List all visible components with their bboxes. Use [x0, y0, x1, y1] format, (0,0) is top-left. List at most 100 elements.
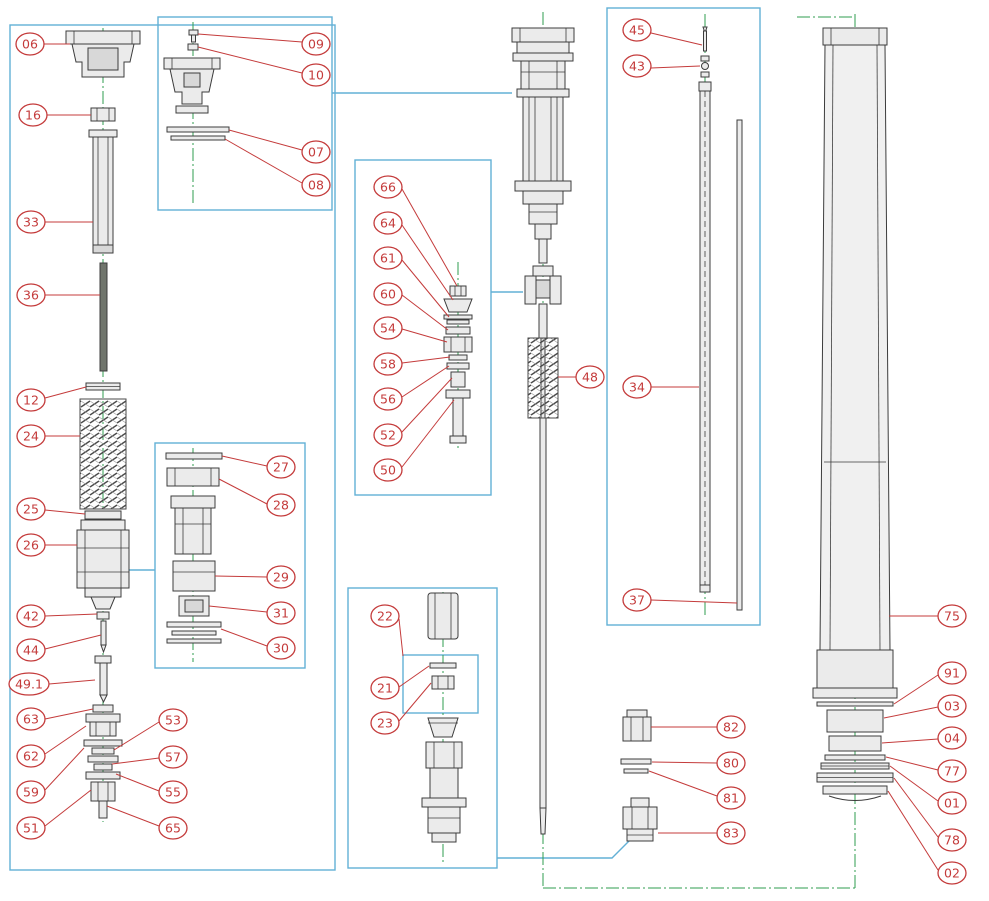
callout-bubble-82[interactable] — [716, 715, 746, 739]
callout-bubble-37[interactable] — [622, 588, 652, 612]
callout-bubble-34[interactable] — [622, 375, 652, 399]
callout-36[interactable]: 36 — [16, 283, 100, 307]
callout-bubble-04[interactable] — [937, 726, 967, 750]
callout-52[interactable]: 52 — [373, 377, 453, 447]
callout-bubble-29[interactable] — [266, 565, 296, 589]
callout-bubble-91[interactable] — [937, 661, 967, 685]
callout-01[interactable]: 01 — [889, 765, 967, 815]
callout-08[interactable]: 08 — [224, 138, 331, 197]
callout-bubble-64[interactable] — [373, 211, 403, 235]
callout-bubble-07[interactable] — [301, 140, 331, 164]
callout-bubble-56[interactable] — [373, 387, 403, 411]
callout-bubble-62[interactable] — [16, 744, 46, 768]
callout-bubble-57[interactable] — [158, 745, 188, 769]
callout-bubble-78[interactable] — [937, 828, 967, 852]
callout-bubble-63[interactable] — [16, 707, 46, 731]
callout-bubble-45[interactable] — [622, 18, 652, 42]
callout-75[interactable]: 75 — [889, 604, 967, 628]
callout-bubble-65[interactable] — [158, 816, 188, 840]
callout-83[interactable]: 83 — [658, 821, 746, 845]
callout-42[interactable]: 42 — [16, 604, 98, 628]
callout-bubble-43[interactable] — [622, 54, 652, 78]
callout-bubble-31[interactable] — [266, 601, 296, 625]
callout-30[interactable]: 30 — [220, 628, 296, 660]
callout-bubble-27[interactable] — [266, 455, 296, 479]
callout-bubble-16[interactable] — [18, 103, 48, 127]
callout-22[interactable]: 22 — [370, 604, 404, 657]
callout-bubble-10[interactable] — [301, 63, 331, 87]
callout-bubble-01[interactable] — [937, 791, 967, 815]
callout-bubble-02[interactable] — [937, 861, 967, 885]
callout-bubble-75[interactable] — [937, 604, 967, 628]
callout-57[interactable]: 57 — [111, 745, 188, 769]
callout-bubble-22[interactable] — [370, 604, 400, 628]
callout-02[interactable]: 02 — [887, 790, 967, 885]
callout-59[interactable]: 59 — [16, 747, 85, 804]
callout-bubble-36[interactable] — [16, 283, 46, 307]
callout-21[interactable]: 21 — [370, 665, 430, 700]
callout-60[interactable]: 60 — [373, 282, 449, 331]
callout-78[interactable]: 78 — [893, 777, 967, 852]
callout-03[interactable]: 03 — [883, 694, 967, 719]
callout-16[interactable]: 16 — [18, 103, 91, 127]
callout-bubble-09[interactable] — [301, 32, 331, 56]
callout-bubble-61[interactable] — [373, 246, 403, 270]
callout-51[interactable]: 51 — [16, 789, 92, 840]
callout-bubble-30[interactable] — [266, 636, 296, 660]
callout-bubble-44[interactable] — [16, 638, 46, 662]
callout-80[interactable]: 80 — [651, 751, 746, 775]
callout-bubble-58[interactable] — [373, 352, 403, 376]
callout-bubble-28[interactable] — [266, 493, 296, 517]
callout-24[interactable]: 24 — [16, 424, 80, 448]
callout-53[interactable]: 53 — [113, 708, 188, 751]
callout-bubble-83[interactable] — [716, 821, 746, 845]
callout-bubble-23[interactable] — [370, 711, 400, 735]
callout-bubble-59[interactable] — [16, 780, 46, 804]
callout-48[interactable]: 48 — [558, 365, 605, 389]
callout-bubble-21[interactable] — [370, 676, 400, 700]
callout-bubble-55[interactable] — [158, 780, 188, 804]
callout-31[interactable]: 31 — [208, 601, 296, 625]
callout-bubble-08[interactable] — [301, 173, 331, 197]
callout-49.1[interactable]: 49.1 — [8, 672, 96, 696]
callout-bubble-24[interactable] — [16, 424, 46, 448]
callout-50[interactable]: 50 — [373, 399, 455, 482]
callout-29[interactable]: 29 — [214, 565, 296, 589]
callout-26[interactable]: 26 — [16, 533, 77, 557]
callout-77[interactable]: 77 — [885, 756, 967, 783]
callout-44[interactable]: 44 — [16, 634, 102, 662]
callout-37[interactable]: 37 — [622, 588, 738, 612]
callout-bubble-06[interactable] — [15, 32, 45, 56]
callout-bubble-77[interactable] — [937, 759, 967, 783]
callout-65[interactable]: 65 — [106, 805, 188, 840]
callout-34[interactable]: 34 — [622, 375, 699, 399]
callout-bubble-03[interactable] — [937, 694, 967, 718]
callout-bubble-48[interactable] — [575, 365, 605, 389]
callout-bubble-33[interactable] — [16, 210, 46, 234]
callout-58[interactable]: 58 — [373, 352, 451, 376]
callout-64[interactable]: 64 — [373, 211, 454, 301]
callout-bubble-66[interactable] — [373, 175, 403, 199]
callout-55[interactable]: 55 — [115, 773, 188, 804]
callout-23[interactable]: 23 — [370, 682, 432, 735]
callout-bubble-49.1[interactable] — [8, 672, 50, 696]
callout-28[interactable]: 28 — [218, 478, 296, 517]
callout-06[interactable]: 06 — [15, 32, 70, 56]
callout-56[interactable]: 56 — [373, 365, 450, 411]
callout-bubble-25[interactable] — [16, 497, 46, 521]
callout-10[interactable]: 10 — [197, 46, 331, 87]
callout-04[interactable]: 04 — [881, 726, 967, 750]
callout-07[interactable]: 07 — [228, 129, 331, 164]
callout-bubble-12[interactable] — [16, 388, 46, 412]
callout-09[interactable]: 09 — [197, 32, 331, 56]
callout-82[interactable]: 82 — [651, 715, 746, 739]
callout-bubble-51[interactable] — [16, 816, 46, 840]
callout-61[interactable]: 61 — [373, 246, 450, 318]
callout-bubble-60[interactable] — [373, 282, 403, 306]
callout-bubble-50[interactable] — [373, 458, 403, 482]
callout-12[interactable]: 12 — [16, 386, 87, 412]
callout-bubble-52[interactable] — [373, 423, 403, 447]
callout-27[interactable]: 27 — [221, 455, 296, 479]
callout-62[interactable]: 62 — [16, 725, 87, 768]
callout-43[interactable]: 43 — [622, 54, 701, 78]
